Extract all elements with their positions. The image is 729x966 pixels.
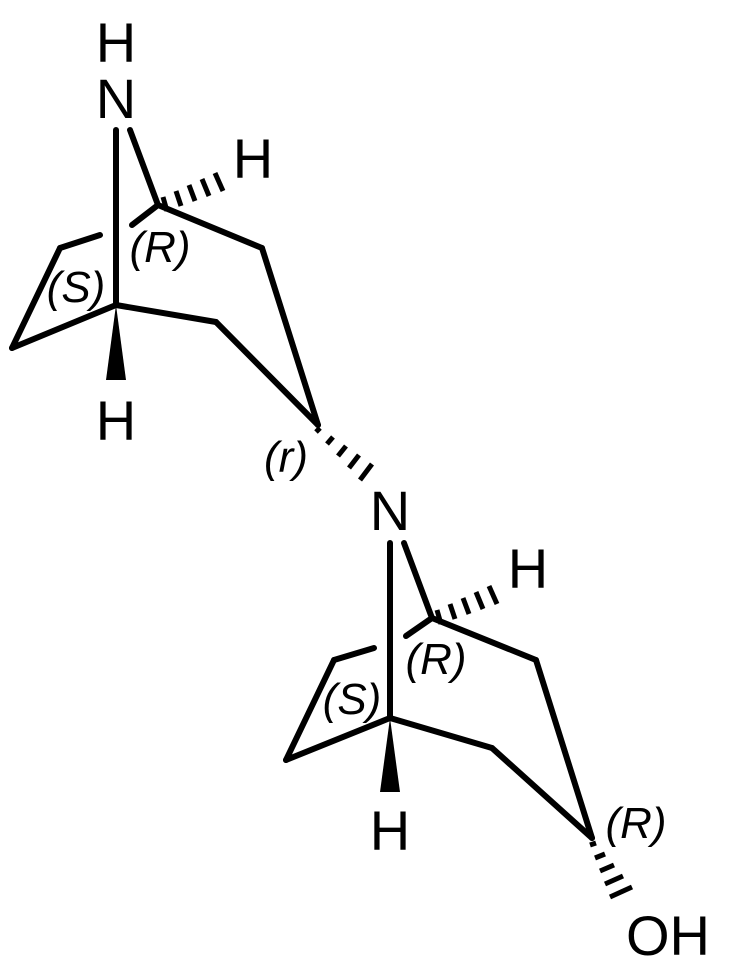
atom-hydrogen: H — [96, 389, 136, 452]
hashed-bond — [314, 426, 374, 482]
atom-hydrogen: H — [233, 127, 273, 190]
bond — [403, 615, 435, 639]
atom-hydroxyl: OH — [626, 904, 710, 966]
atom-nitrogen: N — [96, 67, 136, 130]
atom-hydrogen: H — [508, 537, 548, 600]
stereo-label: (R) — [129, 223, 190, 272]
bond — [283, 715, 393, 763]
top-ring: N H H H (R) (S) (r) — [9, 11, 321, 482]
hashed-bond — [589, 840, 634, 900]
stereo-label: (S) — [323, 675, 382, 724]
bond — [387, 715, 495, 751]
stereo-label: (R) — [605, 799, 666, 848]
bond — [283, 657, 337, 763]
bond — [9, 245, 63, 351]
bond — [155, 202, 265, 251]
bond — [57, 232, 103, 251]
wedge-bond — [380, 718, 400, 792]
bottom-ring: N H H OH (R) (S) (R) — [283, 479, 710, 966]
bond — [259, 245, 321, 428]
hashed-bond — [434, 584, 500, 625]
bond — [113, 302, 219, 325]
atom-hydrogen: H — [370, 799, 410, 862]
bond — [331, 645, 377, 663]
bond — [129, 202, 161, 228]
bond — [489, 745, 595, 841]
bond — [213, 319, 321, 428]
bond — [533, 657, 595, 841]
atom-hydrogen: H — [96, 11, 136, 74]
hashed-bond — [160, 171, 226, 212]
wedge-bond — [106, 305, 126, 380]
bond — [429, 615, 539, 663]
stereo-label: (R) — [405, 635, 466, 684]
bond — [401, 540, 435, 621]
bond — [9, 302, 119, 351]
stereo-label: (r) — [264, 433, 308, 482]
stereo-label: (S) — [47, 263, 106, 312]
bond — [127, 127, 161, 208]
atom-nitrogen: N — [370, 479, 410, 542]
